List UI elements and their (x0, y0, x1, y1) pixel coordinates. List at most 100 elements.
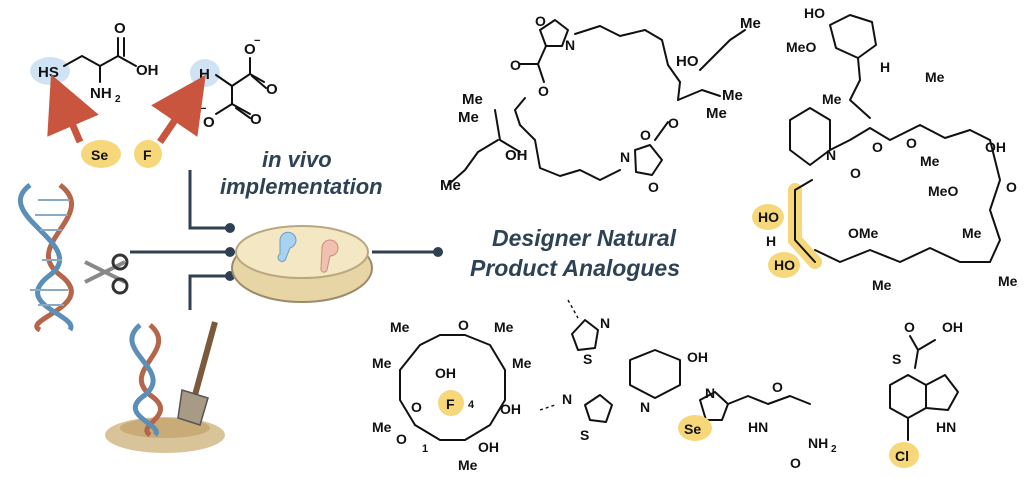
dna-scissors-icon (18, 183, 129, 333)
ho1-label: HO (676, 53, 699, 70)
title-line1: Designer Natural (492, 225, 677, 251)
o-ring1-label: O (535, 13, 546, 29)
n-label: N (826, 147, 836, 163)
me4-label: Me (462, 91, 483, 108)
ome-label: OMe (848, 225, 879, 241)
ho-label: HO (804, 5, 825, 21)
s-i-label: S (892, 351, 901, 367)
hs-label: HS (38, 64, 59, 81)
se-t-highlight (678, 415, 712, 441)
chloro-indole-structure: O OH S HN Cl (889, 319, 963, 468)
fluoro-macrolide-structure: O Me Me Me Me OH OH OH F O O 1 4 Me Me (372, 317, 532, 473)
se-badge (81, 140, 121, 168)
me3-label: Me (706, 105, 727, 122)
me-e6-label: Me (458, 457, 478, 473)
me-e3-label: Me (372, 355, 392, 371)
meo2-label: MeO (928, 183, 958, 199)
me-r2-label: Me (962, 225, 982, 241)
h-label: H (880, 59, 890, 75)
ho3-label: HO (774, 257, 795, 273)
dna-shovel-icon (105, 321, 225, 453)
f-e-label: F (446, 396, 455, 412)
f-arrow (151, 74, 206, 144)
connector-lines (130, 170, 443, 310)
me-r4-label: Me (998, 273, 1018, 289)
h-label: H (199, 66, 210, 83)
oh-t-label: OH (687, 349, 708, 365)
h2-label: H (766, 233, 776, 249)
n1-t-label: N (600, 315, 610, 331)
hn-i-label: HN (936, 419, 956, 435)
me-e5-label: Me (372, 419, 392, 435)
num4-label: 4 (468, 399, 475, 411)
n2-t-label: N (640, 399, 650, 415)
se-arrow (47, 74, 99, 144)
s2-t-label: S (580, 427, 589, 443)
o-c1-label: O (510, 57, 521, 73)
o1-label: O (872, 139, 883, 155)
hn-t-label: HN (748, 419, 768, 435)
n1-label: N (565, 37, 575, 53)
me2-label: Me (722, 87, 743, 104)
oh-e2-label: OH (500, 401, 521, 417)
meo-label: MeO (786, 39, 816, 55)
se-t-label: Se (684, 421, 701, 437)
se-badge-label: Se (91, 147, 108, 163)
o-ring2-label: O (648, 179, 659, 195)
oh-label: OH (985, 139, 1006, 155)
me1-label: Me (740, 15, 761, 32)
ho3-highlight (768, 252, 800, 278)
o4-label: O (203, 114, 215, 131)
f-badge-label: F (143, 147, 152, 163)
title-line2: Product Analogues (470, 255, 680, 281)
me-e2-label: Me (494, 319, 514, 335)
o2-label: O (266, 81, 278, 98)
f-badge (134, 140, 162, 168)
o-c2-label: O (640, 127, 651, 143)
cl-highlight (889, 442, 919, 468)
o-e1-label: O (538, 83, 549, 99)
cysteine-structure: HS O OH NH 2 (30, 20, 159, 105)
minus2-label: − (200, 103, 206, 115)
thiopeptide-fragment-structure: S N OH N S N N Se O HN O NH 2 (539, 299, 837, 471)
n2-label: N (620, 149, 630, 165)
o-ring-e-label: O (411, 399, 422, 415)
ketone-o-label: O (458, 317, 469, 333)
num1-label: 1 (422, 443, 428, 455)
oh-e3-label: OH (478, 439, 499, 455)
me-e1-label: Me (390, 319, 410, 335)
minus1-label: − (254, 35, 260, 47)
ho2-label: HO (758, 209, 779, 225)
f-e-highlight (438, 390, 464, 416)
o-i-label: O (904, 319, 915, 335)
o-carbonyl-e-label: O (396, 431, 407, 447)
oh-i-label: OH (942, 319, 963, 335)
scissors-icon (84, 253, 129, 295)
me-r5-label: Me (822, 91, 842, 107)
s1-label: S (583, 351, 592, 367)
oh-e1-label: OH (435, 365, 456, 381)
n3-t-label: N (562, 391, 572, 407)
me-r3-label: Me (872, 277, 892, 293)
carbonyl-o-label: O (114, 20, 126, 37)
implementation-title-line2: implementation (220, 174, 383, 199)
o1-t-label: O (772, 379, 783, 395)
rapamycin-analogue-structure: HO MeO H N O O O Me OH MeO O Me OMe Me M… (752, 5, 1018, 293)
o2-t-label: O (790, 455, 801, 471)
me5-label: Me (458, 109, 479, 126)
nh2-subscript: 2 (115, 94, 121, 105)
me-r6-label: Me (925, 69, 945, 85)
cl-i-label: Cl (895, 448, 909, 464)
o3-label: O (906, 135, 917, 151)
o1-label: O (244, 41, 256, 58)
me-e4-label: Me (512, 355, 532, 371)
o2-label: O (850, 165, 861, 181)
o-e2-label: O (668, 115, 679, 131)
petri-dish-icon (231, 225, 373, 303)
nh2-t-subscript: 2 (831, 444, 837, 455)
n4-t-label: N (705, 385, 715, 401)
o4-label: O (1006, 179, 1017, 195)
me6-label: Me (440, 177, 461, 194)
oxazole-macrolide-structure: O N O O Me HO Me Me O O N O Me Me OH Me (440, 13, 761, 195)
